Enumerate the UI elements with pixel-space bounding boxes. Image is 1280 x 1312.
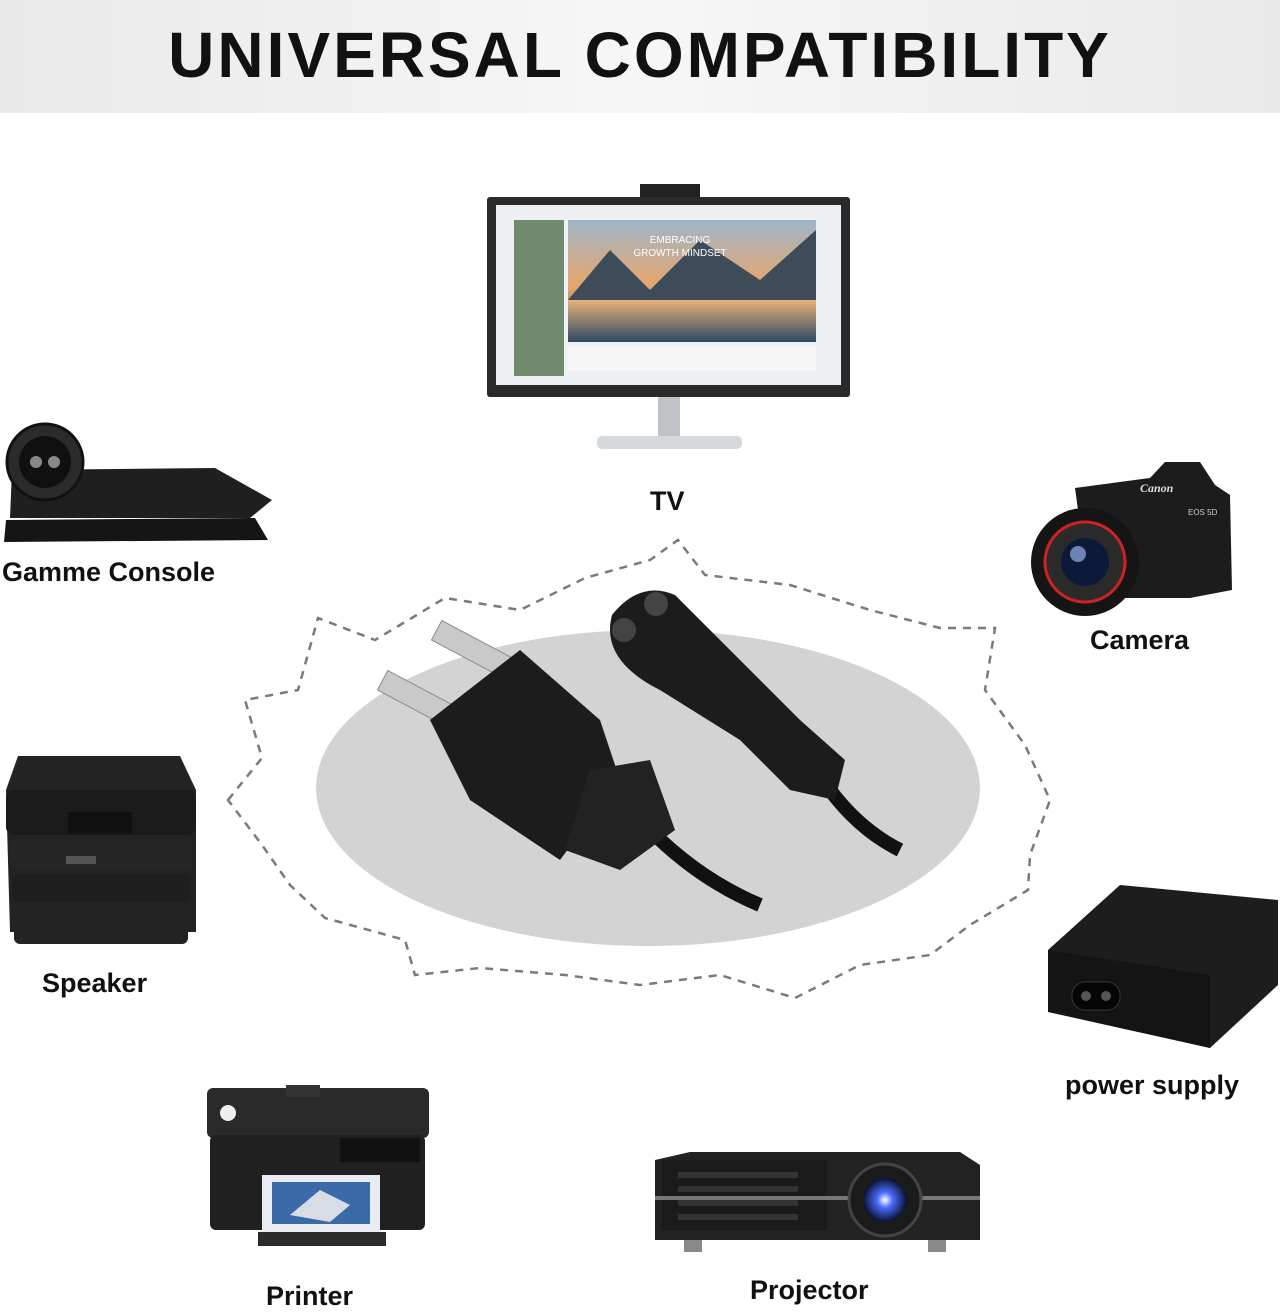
projector-icon bbox=[655, 1152, 980, 1252]
dashed-burst-outline bbox=[226, 538, 1052, 1000]
printer-icon bbox=[207, 1085, 429, 1246]
tv-icon: EMBRACING GROWTH MINDSET bbox=[487, 184, 850, 449]
game-console-icon bbox=[4, 422, 272, 542]
page-title: UNIVERSAL COMPATIBILITY bbox=[168, 19, 1112, 91]
label-projector: Projector bbox=[750, 1275, 869, 1305]
tv-screen-line1: EMBRACING bbox=[650, 235, 711, 246]
tv-screen-line2: GROWTH MINDSET bbox=[633, 248, 726, 259]
title-banner: UNIVERSAL COMPATIBILITY bbox=[0, 0, 1280, 113]
label-tv: TV bbox=[650, 486, 685, 516]
power-supply-icon bbox=[1048, 885, 1278, 1048]
label-power-supply: power supply bbox=[1065, 1070, 1240, 1100]
label-game-console: Gamme Console bbox=[2, 557, 216, 587]
label-printer: Printer bbox=[266, 1281, 354, 1311]
label-speaker: Speaker bbox=[42, 968, 148, 998]
power-cord-icon bbox=[376, 590, 904, 912]
camera-model-text: EOS 5D bbox=[1188, 508, 1218, 517]
camera-brand-logo: Canon bbox=[1140, 481, 1174, 495]
label-camera: Camera bbox=[1090, 625, 1190, 655]
speaker-icon bbox=[6, 756, 196, 944]
camera-icon: Canon EOS 5D bbox=[1031, 462, 1232, 616]
